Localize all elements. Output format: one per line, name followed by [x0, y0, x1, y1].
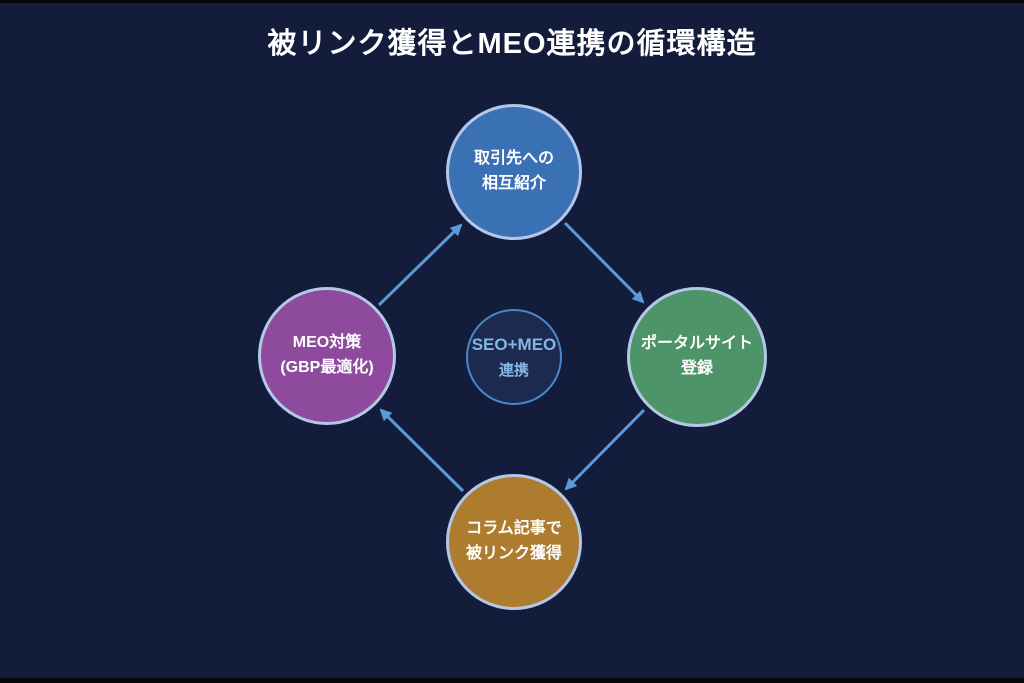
- arrow-right-to-bottom: [564, 408, 646, 491]
- node-column-backlinks: コラム記事で 被リンク獲得: [446, 474, 582, 610]
- node-meo-gbp-optimization-label: MEO対策 (GBP最適化): [280, 331, 373, 381]
- node-portal-registration: ポータルサイト 登録: [627, 287, 767, 427]
- node-meo-gbp-optimization: MEO対策 (GBP最適化): [258, 287, 396, 425]
- node-label-line: (GBP最適化): [280, 359, 374, 376]
- node-partner-referral: 取引先への 相互紹介: [446, 104, 582, 240]
- node-label-line: ポータルサイト: [640, 335, 753, 353]
- node-center-seo-meo-label: SEO+MEO 連携: [472, 332, 557, 382]
- diagram-title: 被リンク獲得とMEO連携の循環構造: [267, 28, 757, 60]
- node-label-line: 連携: [498, 361, 529, 379]
- node-label-line: MEO対策: [292, 334, 362, 352]
- node-portal-registration-label: ポータルサイト 登録: [641, 332, 753, 382]
- bottom-edge-bar: [0, 678, 1024, 683]
- node-column-backlinks-label: コラム記事で 被リンク獲得: [466, 517, 562, 567]
- node-label-line: SEO+MEO: [471, 335, 557, 355]
- node-partner-referral-label: 取引先への 相互紹介: [474, 147, 554, 197]
- node-label-line: コラム記事で: [466, 520, 562, 538]
- node-center-seo-meo: SEO+MEO 連携: [466, 309, 562, 405]
- node-label-line: 被リンク獲得: [465, 545, 562, 562]
- arrow-left-to-top: [377, 223, 463, 307]
- node-label-line: 相互紹介: [481, 175, 546, 192]
- arrow-top-to-right: [563, 221, 645, 304]
- top-edge-bar: [0, 0, 1024, 3]
- arrow-bottom-to-left: [379, 408, 465, 493]
- node-label-line: 登録: [680, 360, 713, 377]
- node-label-line: 取引先への: [473, 150, 554, 168]
